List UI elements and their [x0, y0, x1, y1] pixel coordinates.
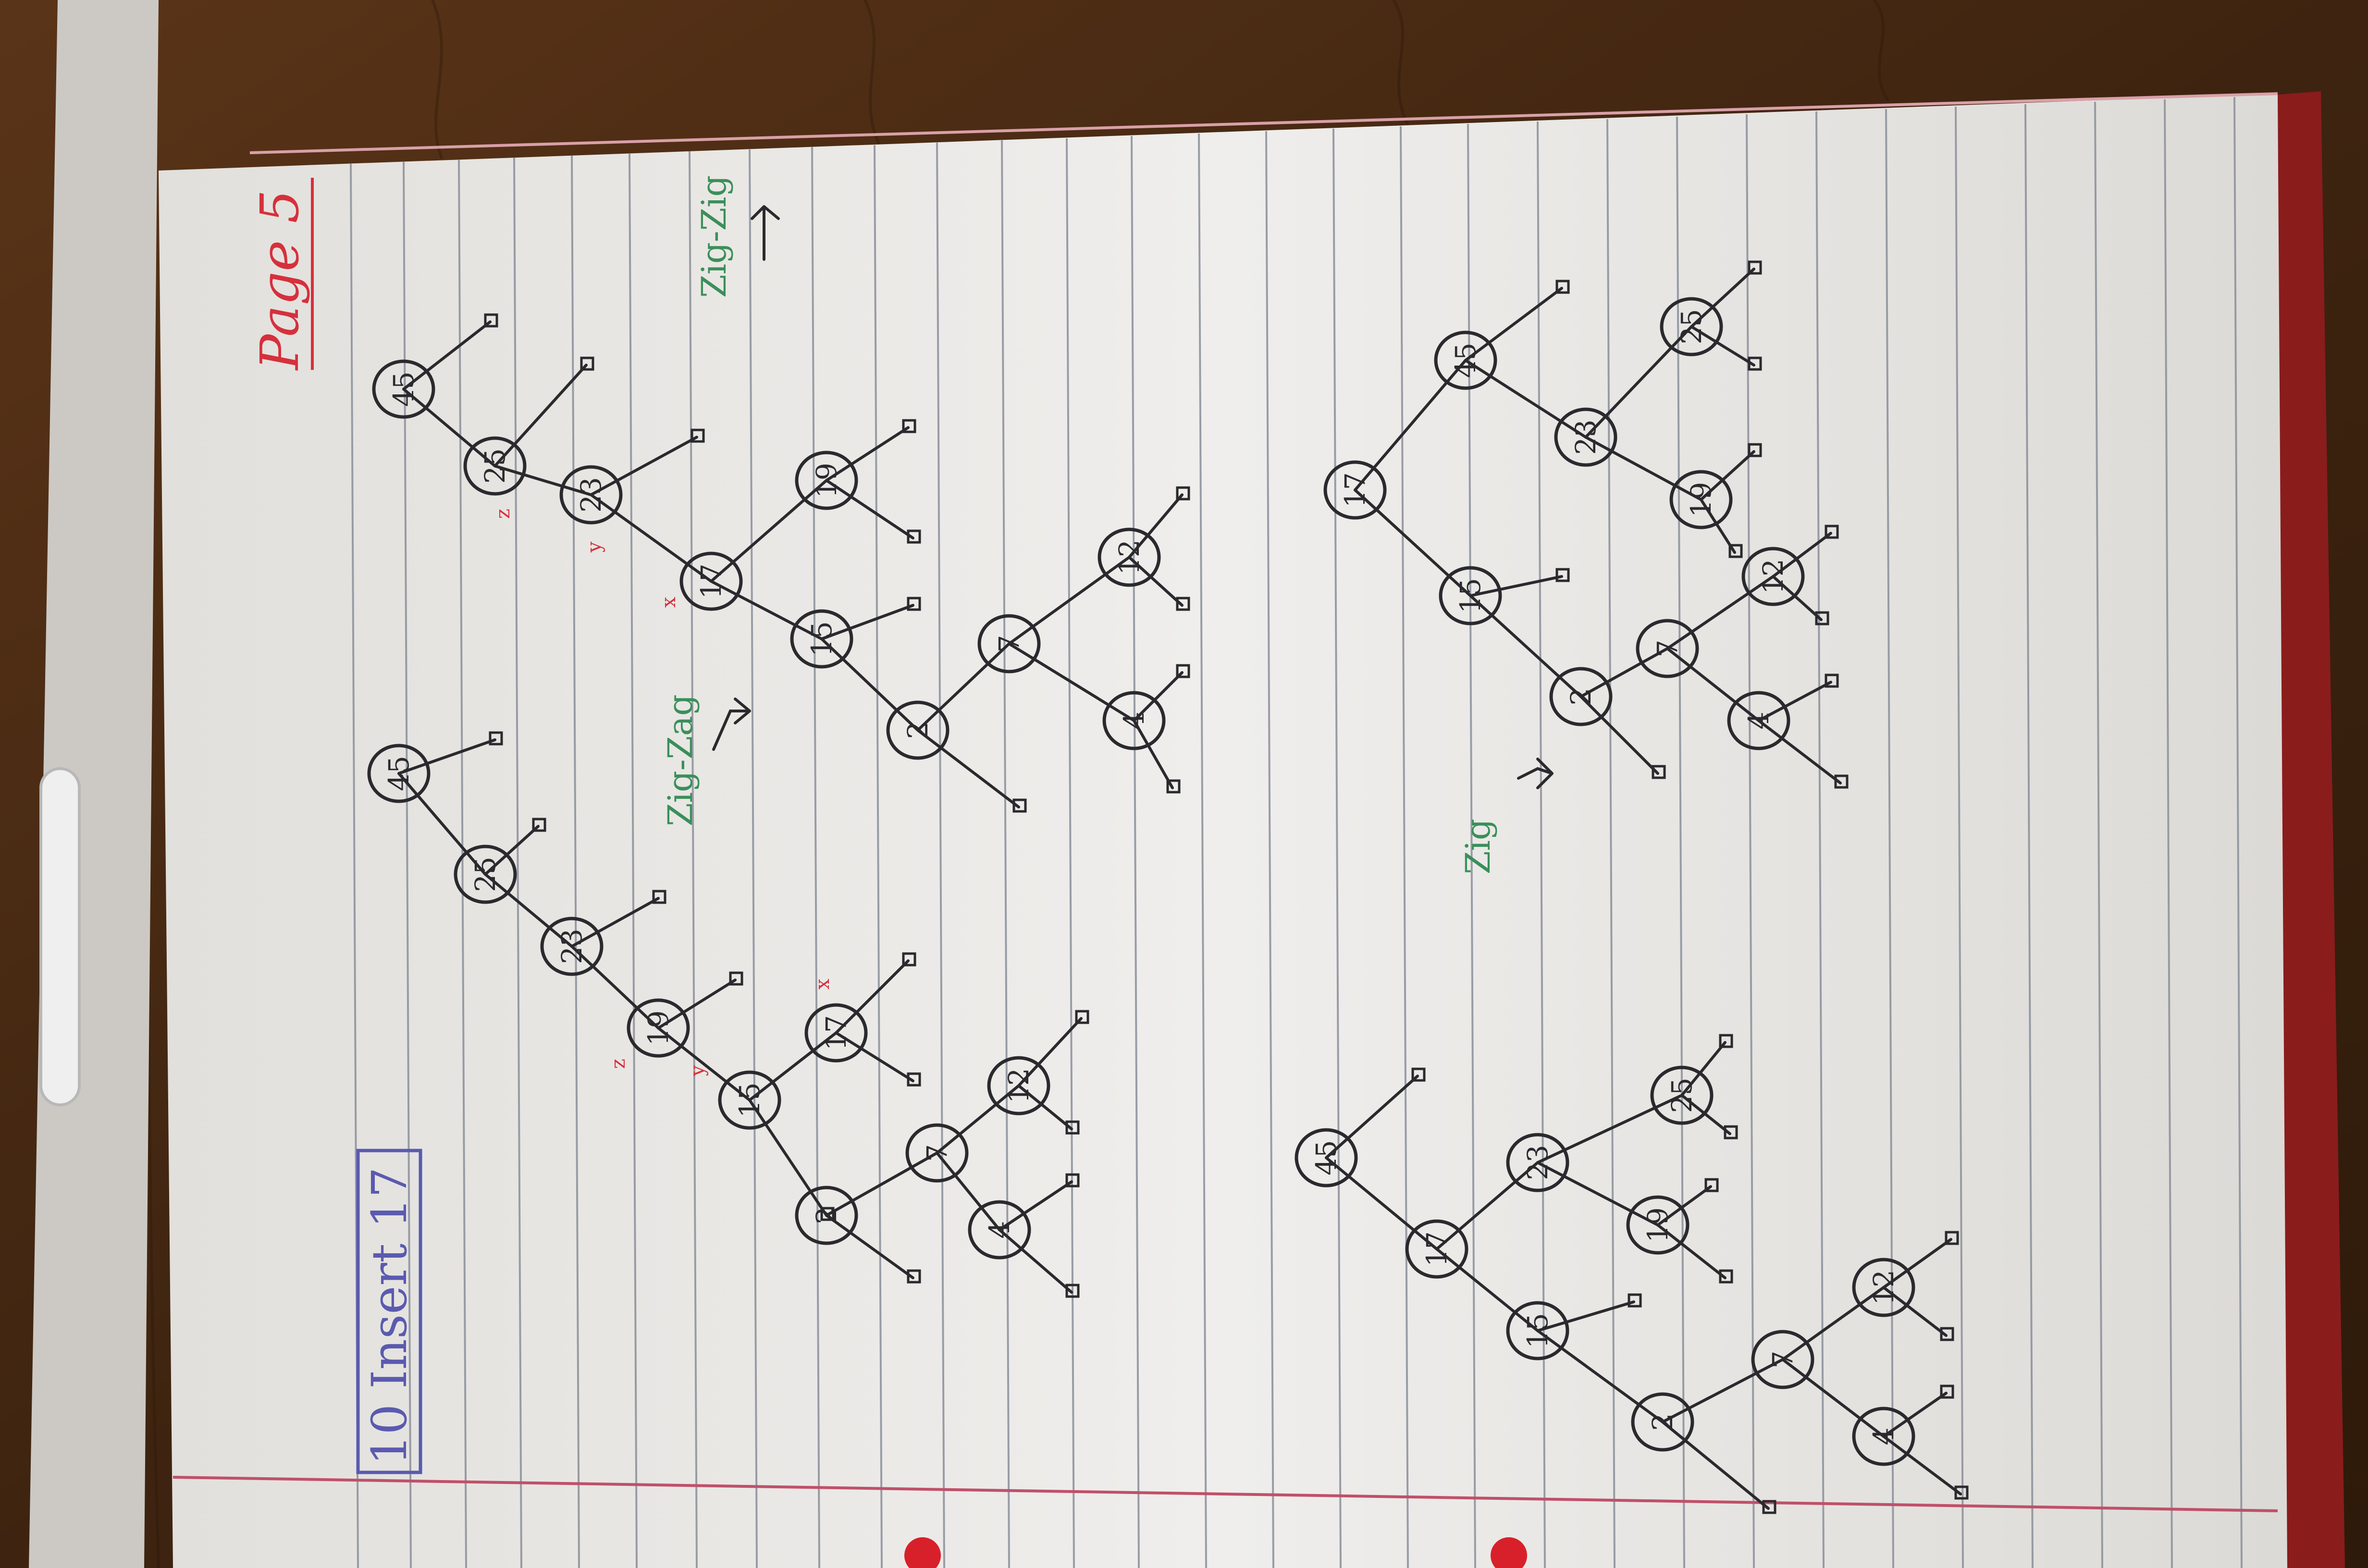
node-label: 15 — [805, 621, 838, 657]
node-label: 45 — [1449, 343, 1482, 378]
punch-hole-dot-right — [1491, 1537, 1527, 1568]
node-label: 12 — [1113, 539, 1146, 575]
node-label: 45 — [382, 756, 415, 791]
transition-arrows — [712, 205, 1554, 789]
node-label: 7 — [993, 635, 1025, 653]
node-label: 4 — [1118, 712, 1150, 730]
paper-top-edge — [249, 92, 2278, 154]
tree-1: 45 25 23 19 15 17 2 7 4 12 — [382, 756, 1035, 1238]
node-label: 7 — [1651, 640, 1684, 658]
node-label: 4 — [1867, 1428, 1900, 1446]
page-label-group: Page 5 — [249, 178, 314, 371]
rotation-markers: x y z x y z — [492, 509, 834, 1077]
node-label: 25 — [469, 857, 502, 892]
node-label: 23 — [1521, 1145, 1554, 1180]
node-label: 15 — [733, 1082, 766, 1118]
rule-lines — [350, 97, 2243, 1568]
tree-node-circles — [367, 297, 1915, 1466]
null-leaf-squares — [484, 260, 1969, 1514]
node-label: 19 — [810, 463, 843, 498]
insert-box-group: 10 Insert 17 — [356, 1149, 422, 1474]
zig-zag-label: Zig-Zag — [661, 694, 700, 826]
node-label: 4 — [1742, 712, 1775, 730]
node-label: 2 — [1565, 688, 1597, 706]
node-label: 19 — [642, 1010, 675, 1046]
insert-box — [356, 1149, 422, 1474]
marker-x: x — [812, 979, 834, 990]
tree-edges — [397, 268, 1962, 1510]
page-label: Page 5 — [249, 190, 310, 371]
zig-label: Zig — [1458, 819, 1498, 874]
node-label: 19 — [1641, 1207, 1674, 1243]
node-label: 17 — [695, 564, 728, 599]
node-label: 12 — [1757, 559, 1789, 594]
node-label: 17 — [1420, 1231, 1453, 1267]
node-label: 7 — [1766, 1351, 1799, 1369]
arrow-icon — [712, 698, 751, 751]
node-label: 25 — [1675, 309, 1708, 344]
node-label: 15 — [1454, 578, 1487, 613]
marker-y: y — [583, 541, 605, 553]
node-label: 4 — [983, 1221, 1016, 1239]
node-label: 45 — [1310, 1140, 1343, 1176]
node-label: 2 — [1646, 1413, 1679, 1431]
zig-zig-label: Zig-Zig — [694, 175, 734, 298]
tree-2: 45 25 23 17 15 19 2 7 4 12 — [387, 371, 1150, 739]
node-label: 17 — [820, 1015, 852, 1051]
node-label: 23 — [575, 477, 607, 513]
node-label: 2 — [810, 1207, 843, 1225]
binder-cover — [29, 0, 159, 1568]
node-label: 25 — [479, 448, 511, 484]
tree-4: 45 17 23 15 25 19 2 7 4 12 — [1310, 1078, 1900, 1445]
node-label: 23 — [1569, 419, 1602, 455]
rotation-annotations: Zig-Zag Zig-Zig Zig — [661, 175, 1498, 874]
paper-sheet — [159, 94, 2287, 1568]
node-label: 23 — [555, 929, 588, 964]
marker-z: z — [492, 509, 514, 519]
margin-line — [173, 1476, 2278, 1512]
node-label: 12 — [1867, 1270, 1900, 1305]
marker-z: z — [607, 1059, 629, 1069]
arrow-icon — [751, 205, 780, 261]
arrow-icon — [1517, 758, 1554, 789]
tree-3: 17 15 45 23 25 19 2 7 4 12 — [1339, 309, 1789, 729]
node-label: 7 — [921, 1144, 953, 1162]
node-label: 19 — [1685, 482, 1717, 517]
node-label: 17 — [1339, 472, 1371, 508]
node-label: 12 — [1002, 1068, 1035, 1103]
node-label: 25 — [1665, 1078, 1698, 1113]
insert-box-label: 10 Insert 17 — [361, 1167, 418, 1465]
node-label: 2 — [901, 722, 934, 739]
node-label: 15 — [1521, 1313, 1554, 1348]
punch-hole-dot-left — [904, 1537, 941, 1568]
marker-y: y — [687, 1065, 709, 1077]
marker-x: x — [658, 597, 680, 608]
node-label: 45 — [387, 371, 420, 407]
binder-clip — [39, 767, 81, 1106]
